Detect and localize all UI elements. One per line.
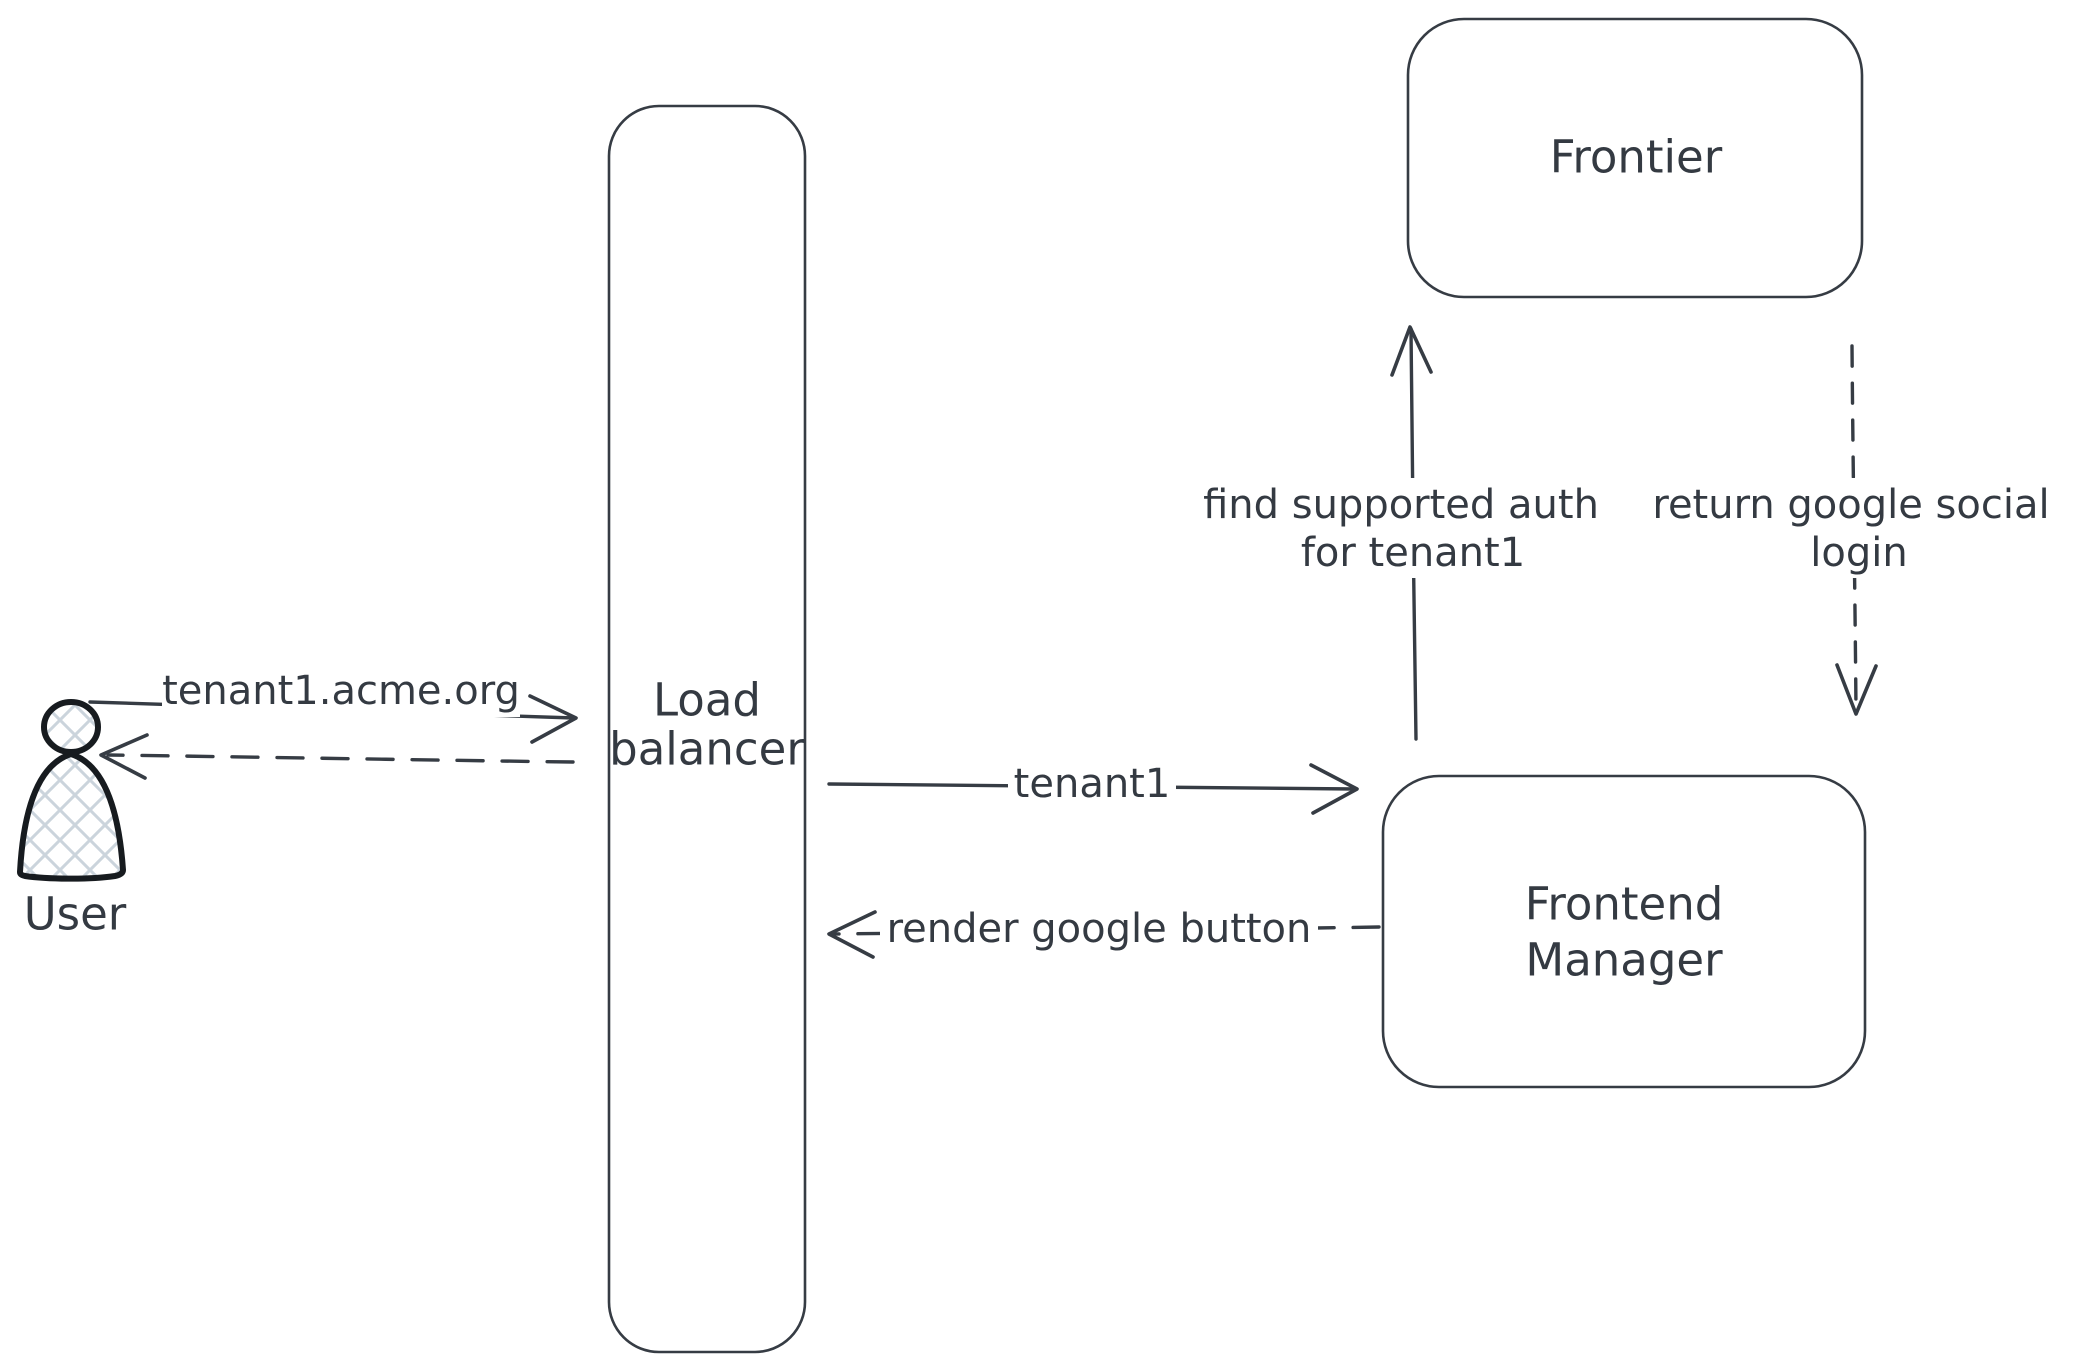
edge-label-return-google-social-line1: return google social <box>1652 482 2049 528</box>
load-balancer-label-line2: balancer <box>609 723 805 776</box>
arrowhead-right-icon <box>528 694 578 744</box>
frontend-manager-label-line1: Frontend <box>1525 878 1724 931</box>
edge-frontend-manager-to-load-balancer: render google button <box>827 902 1381 959</box>
edge-frontier-to-frontend-manager: return google social login <box>1644 344 2058 716</box>
edge-load-balancer-to-user <box>99 733 575 780</box>
frontend-manager-box <box>1381 774 1867 1089</box>
user-actor: User <box>17 699 127 941</box>
edge-label-return-google-social-line2: login <box>1810 530 1907 576</box>
edge-load-balancer-to-frontend-manager: tenant1 <box>827 758 1359 815</box>
arrowhead-right-icon <box>1309 763 1359 815</box>
edge-frontend-manager-to-frontier: find supported auth for tenant1 <box>1196 325 1610 741</box>
user-label: User <box>24 888 127 941</box>
edge-label-bg <box>1196 478 1610 578</box>
frontier-box <box>1406 17 1864 299</box>
frontier-node: Frontier <box>1406 17 1864 299</box>
user-icon-head <box>41 699 101 755</box>
edge-label-find-supported-auth-line1: find supported auth <box>1203 482 1599 528</box>
edge-user-to-load-balancer: tenant1.acme.org <box>88 665 578 744</box>
edge-label-bg <box>1644 478 2058 578</box>
arrowhead-up-icon <box>1390 325 1433 377</box>
edge-label-find-supported-auth-line2: for tenant1 <box>1301 530 1525 576</box>
load-balancer-label-line1: Load <box>653 674 761 727</box>
edge-label-render-google-button: render google button <box>887 906 1312 952</box>
edge-label-tenant1-acme-org: tenant1.acme.org <box>162 668 520 714</box>
frontier-label: Frontier <box>1550 131 1723 184</box>
edge-label-bg <box>880 902 1318 956</box>
load-balancer-box <box>607 104 807 1354</box>
edge-label-bg <box>162 665 520 717</box>
load-balancer-node: Load balancer <box>607 104 807 1354</box>
edge-label-bg <box>1008 758 1176 810</box>
edge-label-tenant1: tenant1 <box>1014 761 1171 807</box>
frontend-manager-label-line2: Manager <box>1525 934 1723 987</box>
user-icon <box>17 751 126 882</box>
frontend-manager-node: Frontend Manager <box>1381 774 1867 1089</box>
edge-line <box>106 753 575 764</box>
arrowhead-left-icon <box>827 910 877 959</box>
arrowhead-down-icon <box>1835 663 1878 716</box>
arrowhead-left-icon <box>99 733 149 780</box>
